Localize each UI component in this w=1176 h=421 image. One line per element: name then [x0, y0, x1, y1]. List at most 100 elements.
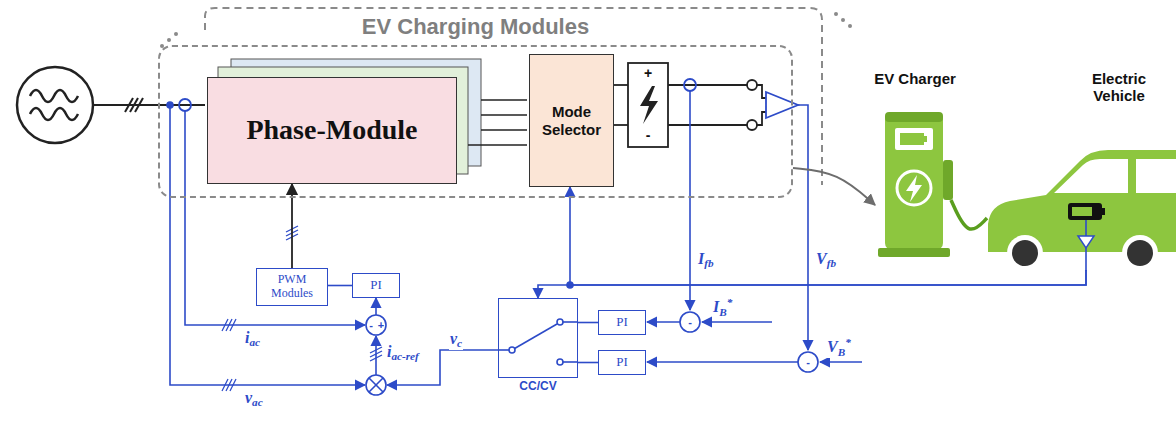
signal-name-part: V: [827, 338, 838, 355]
electric-vehicle-icon: [988, 150, 1176, 271]
module-group: Phase-ModuleMode SelectorEV Charging Mod…: [158, 45, 793, 198]
electric-vehicle-icon: [1068, 203, 1102, 220]
control-wires: [798, 105, 808, 350]
triple-line-mark: [230, 319, 236, 331]
signal-name-part: *: [845, 336, 851, 348]
electric-vehicle-icon: [1054, 159, 1128, 193]
cc-cv-switch: [498, 349, 509, 351]
signal-name: VB*: [826, 336, 852, 358]
electric-vehicle-icon: [1007, 235, 1043, 271]
summing-junction: [798, 352, 818, 372]
signal-name-part: fb: [827, 257, 836, 269]
ac-grid-source: [30, 108, 78, 120]
voltage-sensor: [766, 92, 798, 118]
cc-cv-switch: [563, 321, 578, 323]
node-label: PWM Modules: [257, 271, 327, 303]
mode-selector-box: Mode Selector: [529, 54, 614, 187]
phase-module-box: Phase-Module: [207, 77, 457, 184]
node-label: Mode Selector: [530, 101, 613, 140]
multiplier: [366, 375, 386, 395]
sum-sign: +: [378, 319, 384, 331]
cc-cv-switch: [509, 347, 515, 353]
continuation-dots: [848, 24, 852, 28]
cc-cv-switch: [563, 361, 578, 363]
electric-vehicle: Electric Vehicle: [985, 68, 1172, 270]
output-terminal: [747, 80, 757, 130]
ev-charger-icon: [897, 171, 931, 205]
continuation-dots: [160, 44, 164, 48]
ac-grid-source: [17, 67, 93, 143]
node-label: PI: [612, 313, 632, 332]
control-wires: [375, 336, 377, 376]
ev-charger: EV Charger: [875, 68, 955, 258]
signal-name-part: B: [838, 346, 845, 358]
phase-bus-lines: [468, 144, 527, 146]
multiplier: [369, 378, 383, 392]
dc-output-wires: [757, 112, 766, 125]
ev-charger-icon: [943, 160, 953, 200]
triple-line-mark: [222, 226, 382, 391]
node-label: CC/CV: [499, 380, 577, 394]
ev-charger-icon: [878, 112, 953, 257]
signal-connector: [578, 322, 598, 324]
continuation-dots: [841, 18, 845, 22]
signal-name-part: B: [719, 306, 726, 318]
dc-link-symbol: [640, 86, 658, 124]
electric-vehicle-icon: [1127, 240, 1153, 266]
signal-connector: [570, 187, 1086, 285]
phase-bus-lines: [481, 114, 527, 116]
signal-name-part: i: [245, 329, 249, 346]
signal-connector: [793, 168, 875, 205]
control-wires: [647, 321, 680, 323]
current-sensor: [179, 99, 191, 111]
module-ghost-outline: [205, 8, 822, 185]
signal-name-part: I: [698, 250, 704, 267]
signal-connector: [328, 285, 352, 287]
pwm-block: PWM Modules: [256, 268, 328, 306]
cc-cv-switch: [498, 319, 578, 365]
dc-link-symbol: [628, 63, 668, 147]
control-wires: [647, 361, 798, 363]
signal-name-part: V: [816, 250, 827, 267]
node-label: EV Charging Modules: [356, 14, 595, 39]
cc-cv-switch: [557, 319, 563, 325]
summing-junction: [680, 312, 700, 332]
signal-connector: [578, 362, 598, 364]
sum-sign: -: [688, 316, 692, 328]
continuation-dots: [174, 32, 178, 36]
signal-name-part: *: [727, 296, 733, 308]
continuation-dots: [160, 12, 852, 48]
pi-controller: PI: [598, 310, 646, 335]
control-wires: [702, 321, 772, 323]
node-label: PI: [366, 276, 386, 295]
signal-name-part: c: [457, 337, 462, 349]
output-terminal: [747, 120, 757, 130]
summing-junction: [366, 315, 386, 335]
electric-vehicle-icon: [1102, 208, 1105, 215]
dc-link-symbol: [628, 63, 668, 147]
pi-controller: PI: [598, 350, 646, 375]
ac-grid-source: [17, 67, 93, 143]
node-label: EV Charger: [874, 70, 956, 87]
three-phase-bus: [135, 98, 143, 112]
control-wires: [689, 91, 691, 310]
triple-line-mark: [230, 379, 236, 391]
signal-name: Vfb: [815, 250, 837, 270]
signal-name-part: fb: [704, 257, 713, 269]
electric-vehicle-icon: [1078, 236, 1094, 248]
electric-vehicle-icon: [1136, 159, 1176, 193]
multiplier: [366, 375, 386, 395]
output-terminal: [747, 80, 757, 90]
ev-charger-icon: [878, 248, 950, 257]
cc-cv-switch: [557, 359, 563, 365]
charging-cable: [951, 200, 987, 229]
node-label: PI: [612, 353, 632, 372]
signal-name-part: v: [245, 389, 252, 406]
sum-sign: -: [369, 319, 373, 331]
signal-name-part: I: [713, 298, 719, 315]
electric-vehicle-icon: [1122, 235, 1158, 271]
signal-name-part: ac-ref: [391, 350, 418, 362]
signal-name-part: i: [387, 343, 391, 360]
signal-name-part: ac: [252, 396, 263, 408]
